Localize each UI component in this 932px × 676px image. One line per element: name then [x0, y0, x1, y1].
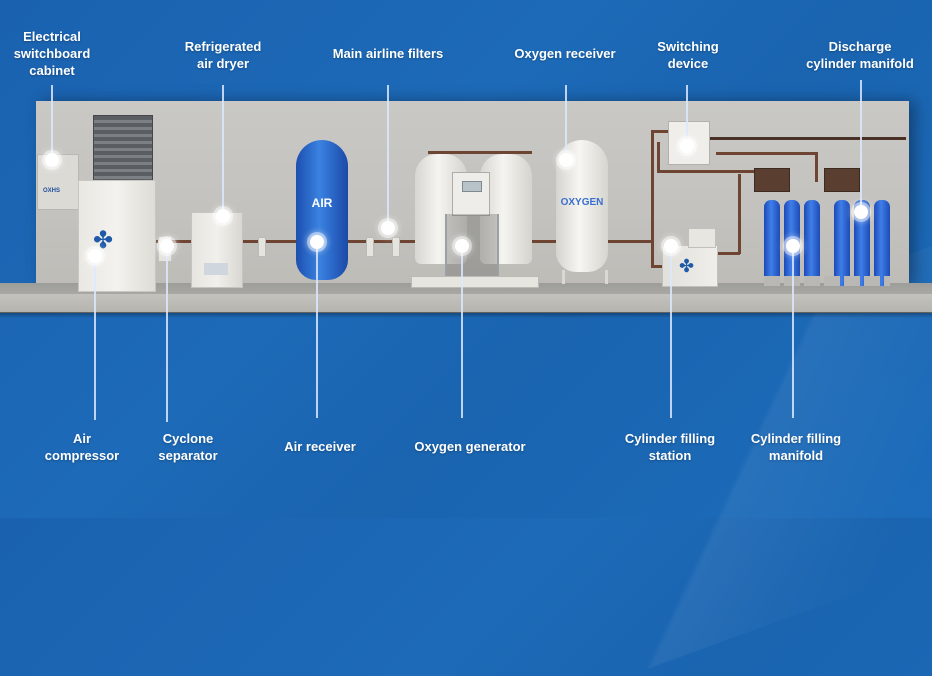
hotspot-switchboard[interactable] [45, 153, 59, 167]
callout-line-station [670, 246, 672, 418]
diagram-canvas: OXHS ✤ AIR OXYGEN ✤ [0, 29, 932, 676]
callout-line-manifold [792, 246, 794, 418]
cabinet-brand-logo: OXHS [43, 188, 61, 194]
air-receiver-tank: AIR [296, 140, 348, 280]
compressor-fan-logo: ✤ [93, 227, 114, 254]
generator-control-panel [452, 172, 490, 216]
hotspot-switching[interactable] [680, 139, 694, 153]
filter-2 [366, 237, 374, 257]
manifold-pipe-b [716, 152, 816, 155]
hotspot-discharge[interactable] [854, 205, 868, 219]
oxygen-tank-legs [562, 270, 608, 284]
label-cyclone-separator: Cyclone separator [158, 431, 218, 463]
hotspot-filters[interactable] [381, 221, 395, 235]
station-pipe [651, 265, 669, 268]
floor-shadow [0, 312, 932, 318]
cylinder-1 [764, 200, 780, 286]
air-tank-label: AIR [311, 196, 333, 210]
label-oxygen-generator: Oxygen generator [414, 439, 526, 454]
station-fan-logo: ✤ [679, 256, 695, 276]
label-air-receiver: Air receiver [284, 439, 356, 454]
manifold-pipe-d [738, 174, 741, 254]
air-dryer-unit [191, 212, 243, 288]
floor-edge [0, 294, 932, 313]
hotspot-air-receiver[interactable] [310, 235, 324, 249]
callout-line-switchboard [51, 85, 53, 160]
switch-riser-pipe [651, 130, 654, 267]
label-cylinder-filling-manifold: Cylinder filling manifold [750, 431, 842, 463]
generator-top-pipe [428, 151, 532, 154]
switch-feed-pipe [651, 130, 669, 133]
label-air-compressor: Air compressor [44, 431, 120, 463]
hotspot-station[interactable] [664, 239, 678, 253]
hotspot-compressor[interactable] [88, 249, 102, 263]
manifold-pipe-e [718, 252, 740, 255]
cylinder-bases [764, 276, 890, 286]
manifold-pipe-vertical [657, 142, 660, 172]
callout-line-air-receiver [316, 242, 318, 418]
hotspot-manifold[interactable] [786, 239, 800, 253]
discharge-manifold-box [824, 168, 860, 192]
callout-line-generator [461, 246, 463, 418]
discharge-line [708, 137, 906, 140]
generator-frame [445, 214, 499, 276]
label-switching-device: Switching device [657, 39, 719, 71]
label-refrigerated-air-dryer: Refrigerated air dryer [184, 39, 262, 71]
cylinder-4 [834, 200, 850, 286]
callout-line-compressor [94, 256, 96, 420]
compressor-vent [93, 115, 153, 183]
manifold-pipe-c [815, 152, 818, 182]
generator-base [411, 276, 539, 288]
label-discharge-cylinder-manifold: Discharge cylinder manifold [806, 39, 914, 71]
callout-line-dryer [222, 85, 224, 216]
label-main-airline-filters: Main airline filters [332, 46, 444, 61]
air-compressor-unit: ✤ [78, 180, 156, 292]
air-pipe [145, 240, 417, 243]
hotspot-oxygen-receiver[interactable] [559, 153, 573, 167]
station-top-box [688, 228, 716, 248]
callout-line-switching [686, 85, 688, 143]
callout-line-cyclone [166, 246, 168, 422]
filter-3 [392, 237, 400, 257]
generator-display [462, 181, 482, 192]
dryer-panel [204, 263, 228, 275]
hotspot-cyclone[interactable] [160, 239, 174, 253]
callout-line-filters [387, 85, 389, 228]
label-cylinder-filling-station: Cylinder filling station [624, 431, 716, 463]
label-oxygen-receiver: Oxygen receiver [514, 46, 616, 61]
filter-1 [258, 237, 266, 257]
manifold-pipe-a [657, 170, 757, 173]
cylinder-3 [804, 200, 820, 286]
hotspot-generator[interactable] [455, 239, 469, 253]
oxygen-tank-label: OXYGEN [560, 197, 604, 208]
filling-manifold-box [754, 168, 790, 192]
callout-line-discharge [860, 80, 862, 211]
label-electrical-switchboard-cabinet: Electrical switchboard cabinet [13, 29, 91, 78]
cylinder-5 [854, 200, 870, 286]
hotspot-dryer[interactable] [216, 209, 230, 223]
callout-line-oxygen-receiver [565, 85, 567, 159]
cylinder-6 [874, 200, 890, 286]
